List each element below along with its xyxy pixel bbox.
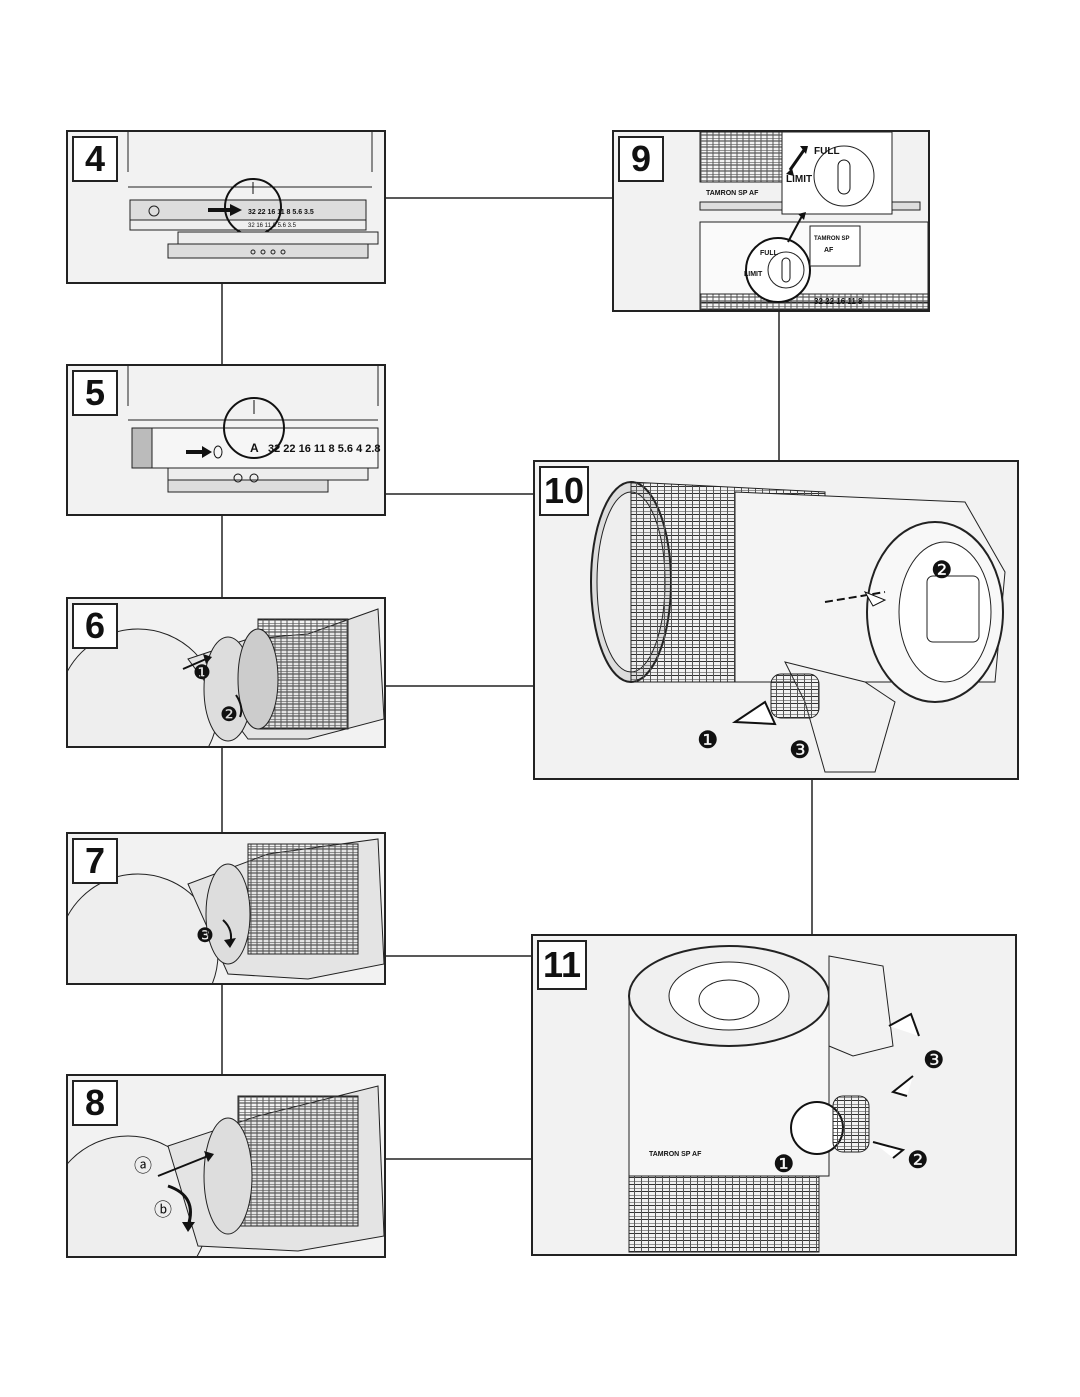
step-number-6: 6: [72, 603, 118, 649]
step-number-5: 5: [72, 370, 118, 416]
callout-3: ❸: [789, 737, 811, 764]
scale-lower-text: 32 16 11 8 5.6 3.5: [248, 223, 297, 229]
callout-2: ❷: [931, 557, 953, 584]
panel-11: TAMRON SP AF ❶ ❷ ❸ 11: [531, 934, 1017, 1256]
brand-label-9: TAMRON SP AF: [706, 190, 759, 197]
step-number-4: 4: [72, 136, 118, 182]
panel-7: ❸ 7: [66, 832, 386, 985]
callout-a: ⓐ: [134, 1156, 152, 1176]
aperture-ring-illustration-4: 32 22 16 11 8 5.6 3.5 32 16 11 8 5.6 3.5: [127, 132, 379, 259]
callout-1: ❶: [193, 662, 211, 684]
callout-2: ❷: [907, 1147, 929, 1174]
step-number-9: 9: [618, 136, 664, 182]
focus-limiter-switch-illustration: TAMRON SP AF 32 22 16 11 8 FULL LIMIT FU…: [699, 132, 928, 310]
tripod-mount-removal-illustration: ❶ ❷ ❸: [590, 481, 1006, 773]
step-number-10: 10: [539, 466, 589, 516]
full-label-small: FULL: [760, 250, 779, 257]
step-number-8: 8: [72, 1080, 118, 1126]
panel-5: A 32 22 16 11 8 5.6 4 2.8 5: [66, 364, 386, 516]
callout-b: ⓑ: [154, 1200, 172, 1220]
aperture-ring-illustration-5: A 32 22 16 11 8 5.6 4 2.8: [127, 366, 381, 493]
scale-text-5: 32 22 16 11 8 5.6 4 2.8: [268, 443, 381, 455]
limit-label-zoom: LIMIT: [786, 174, 812, 185]
step-number-11: 11: [537, 940, 587, 990]
callout-1: ❶: [697, 727, 719, 754]
scale-upper-text: 32 22 16 11 8 5.6 3.5: [248, 209, 314, 216]
step-number-7: 7: [72, 838, 118, 884]
panel-6: ❶ ❷ 6: [66, 597, 386, 748]
callout-2: ❷: [220, 704, 238, 726]
panel-9: TAMRON SP AF 32 22 16 11 8 FULL LIMIT FU…: [612, 130, 930, 312]
scale-prefix-a: A: [250, 441, 259, 455]
lens-hood-attach-illustration: ❶ ❷: [68, 608, 384, 746]
panel-8: ⓐ ⓑ 8: [66, 1074, 386, 1258]
full-label-zoom: FULL: [814, 146, 840, 157]
callout-3: ❸: [923, 1047, 945, 1074]
lens-hood-lock-illustration: ❸: [68, 838, 384, 983]
brand-label-9b: TAMRON SP: [814, 236, 850, 242]
lens-hood-reverse-illustration: ⓐ ⓑ: [68, 1085, 384, 1256]
panel-10: ❶ ❷ ❸ 10: [533, 460, 1019, 780]
aperture-scale-9: 32 22 16 11 8: [814, 297, 863, 306]
svg-text:AF: AF: [824, 247, 834, 254]
tripod-mount-rotation-illustration: TAMRON SP AF ❶ ❷ ❸: [628, 945, 945, 1253]
brand-label-11: TAMRON SP AF: [649, 1151, 702, 1158]
limit-label-small: LIMIT: [744, 271, 763, 278]
panel-4: 32 22 16 11 8 5.6 3.5 32 16 11 8 5.6 3.5…: [66, 130, 386, 284]
callout-1: ❶: [773, 1151, 795, 1178]
callout-3: ❸: [196, 925, 214, 947]
